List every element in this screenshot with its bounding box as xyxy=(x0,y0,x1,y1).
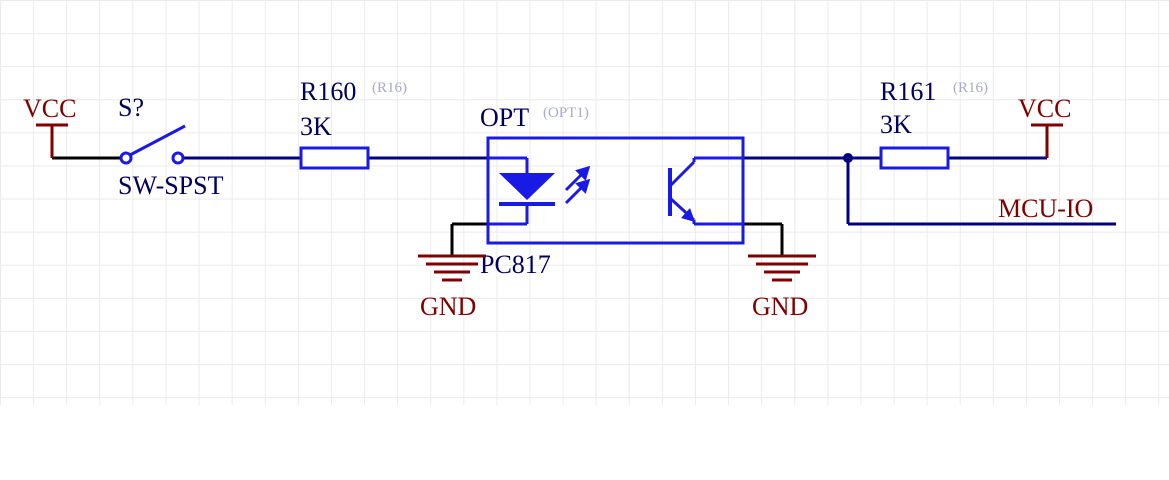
switch-sw-spst[interactable]: S? SW-SPST xyxy=(118,93,224,200)
vcc-left-label: VCC xyxy=(23,94,76,123)
ground-symbol-left[interactable]: GND xyxy=(418,254,486,321)
r161-alt-designator: (R16) xyxy=(953,80,988,96)
power-port-vcc-right[interactable]: VCC xyxy=(1018,94,1071,158)
r161-designator: R161 xyxy=(880,77,936,106)
gnd-left-label: GND xyxy=(420,292,476,321)
gnd-right-label: GND xyxy=(752,292,808,321)
r160-designator: R160 xyxy=(300,77,356,106)
r160-value: 3K xyxy=(300,112,332,141)
resistor-r161[interactable]: R161 (R16) 3K xyxy=(879,77,988,170)
optocoupler-pc817[interactable]: OPT (OPT1) PC817 xyxy=(480,103,745,279)
light-emission-arrows-icon xyxy=(564,165,591,205)
ground-symbol-right[interactable]: GND xyxy=(748,254,816,321)
vcc-right-label: VCC xyxy=(1018,94,1071,123)
background-grid xyxy=(0,0,1169,405)
power-port-vcc-left[interactable]: VCC xyxy=(23,94,76,158)
led-diode-icon xyxy=(499,173,555,200)
net-label-mcu-io[interactable]: MCU-IO xyxy=(998,194,1093,223)
phototransistor-icon xyxy=(668,156,743,226)
switch-designator: S? xyxy=(118,93,144,122)
opto-designator: OPT xyxy=(480,103,529,132)
r160-alt-designator: (R16) xyxy=(372,80,407,96)
switch-value: SW-SPST xyxy=(118,171,224,200)
opto-alt-designator: (OPT1) xyxy=(543,105,589,121)
resistor-r160[interactable]: R160 (R16) 3K xyxy=(299,77,407,170)
junction-dot xyxy=(843,153,853,163)
r161-value: 3K xyxy=(880,110,912,139)
opto-part-number: PC817 xyxy=(480,250,551,279)
